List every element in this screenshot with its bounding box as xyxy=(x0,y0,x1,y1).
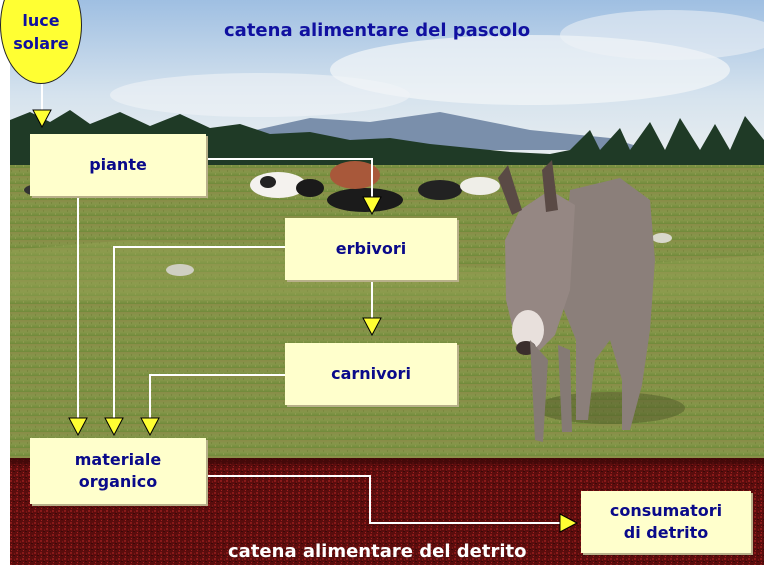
arrow-head-right-icon xyxy=(559,513,579,533)
arrow-head-down-icon xyxy=(104,417,124,437)
connector-piante-erbivori xyxy=(206,158,373,205)
background-photo xyxy=(10,0,764,565)
stone xyxy=(652,233,672,243)
arrow-head-down-icon xyxy=(362,196,382,216)
connector-materiale-consumatori xyxy=(206,475,566,524)
node-consumatori-detrito: consumatori di detrito xyxy=(581,491,751,553)
donkey xyxy=(498,160,685,442)
connector-carnivori-materiale xyxy=(149,374,285,420)
connector-erbivori-materiale xyxy=(113,246,285,420)
arrow-head-down-icon xyxy=(362,317,382,337)
top-title: catena alimentare del pascolo xyxy=(224,20,531,41)
arrowheads xyxy=(32,109,579,533)
node-carnivori: carnivori xyxy=(285,343,457,405)
arrow-head-down-icon xyxy=(32,109,52,129)
arrow-head-down-icon xyxy=(140,417,160,437)
arrow-head-down-icon xyxy=(68,417,88,437)
node-piante: piante xyxy=(30,134,206,196)
node-erbivori: erbivori xyxy=(285,218,457,280)
cloud xyxy=(560,10,764,60)
node-materiale-organico: materiale organico xyxy=(30,438,206,504)
bottom-title: catena alimentare del detrito xyxy=(228,541,527,562)
cloud xyxy=(110,73,410,117)
stone xyxy=(166,264,194,276)
